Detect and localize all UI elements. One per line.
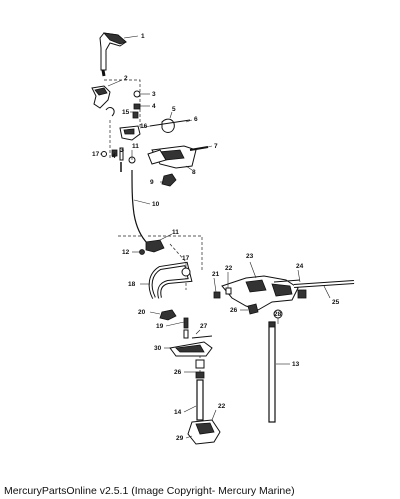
callout: 14 bbox=[174, 409, 182, 416]
part-link-16 bbox=[119, 125, 141, 141]
callout: 29 bbox=[176, 435, 184, 442]
callout: 22 bbox=[218, 403, 226, 410]
callout: 19 bbox=[156, 323, 164, 330]
exploded-parts-diagram: 1 2 3 4 15 5 16 6 7 17 4 3 11 8 9 10 11 … bbox=[91, 32, 355, 445]
part-shift-lever-23 bbox=[213, 275, 299, 311]
callout: 12 bbox=[122, 249, 130, 256]
callout: 10 bbox=[152, 201, 160, 208]
part-linkage-30 bbox=[169, 317, 213, 357]
callout: 3 bbox=[152, 91, 156, 98]
part-left-hardware bbox=[101, 147, 136, 172]
part-lower-lever-29 bbox=[187, 419, 221, 445]
callout: 27 bbox=[200, 323, 208, 330]
callout-labels: 1 2 3 4 15 5 16 6 7 17 4 3 11 8 9 10 11 … bbox=[92, 33, 340, 442]
callout: 26 bbox=[174, 369, 182, 376]
callout: 25 bbox=[332, 299, 340, 306]
part-screw-12 bbox=[139, 249, 145, 255]
callout: 23 bbox=[246, 253, 254, 260]
callout: 24 bbox=[296, 263, 304, 270]
part-spring-clip bbox=[149, 118, 191, 133]
callout: 1 bbox=[141, 33, 145, 40]
callout: 5 bbox=[172, 106, 176, 113]
callout: 3 bbox=[120, 147, 124, 154]
callout: 28 bbox=[274, 311, 282, 318]
callout: 13 bbox=[292, 361, 300, 368]
callout: 6 bbox=[194, 116, 198, 123]
diagram-svg: 1 2 3 4 15 5 16 6 7 17 4 3 11 8 9 10 11 … bbox=[91, 32, 355, 445]
callout: 21 bbox=[212, 271, 220, 278]
part-lever-bracket bbox=[91, 85, 111, 109]
callout: 22 bbox=[225, 265, 233, 272]
part-washers-26 bbox=[195, 359, 205, 379]
callout: 16 bbox=[140, 123, 148, 130]
callout: 9 bbox=[150, 179, 154, 186]
callout: 11 bbox=[172, 229, 179, 236]
part-shaft-14 bbox=[196, 379, 204, 421]
callout: 18 bbox=[128, 281, 136, 288]
callout: 8 bbox=[192, 169, 196, 176]
part-cable-10 bbox=[131, 169, 165, 253]
part-small-hardware-upper bbox=[105, 90, 141, 119]
part-nut-20 bbox=[159, 309, 177, 321]
part-bent-rod-18 bbox=[148, 261, 193, 299]
callout: 4 bbox=[112, 153, 116, 160]
part-rod-25 bbox=[273, 279, 355, 288]
part-nuts-26-28 bbox=[247, 289, 307, 319]
callout: 26 bbox=[230, 307, 238, 314]
callout: 20 bbox=[138, 309, 146, 316]
part-shift-handle bbox=[99, 32, 127, 77]
part-shift-block bbox=[147, 145, 209, 169]
callout: 4 bbox=[152, 103, 156, 110]
callout: 11 bbox=[132, 143, 139, 150]
leader-lines bbox=[100, 35, 331, 439]
callout: 7 bbox=[214, 143, 218, 150]
copyright-caption: MercuryPartsOnline v2.5.1 (Image Copyrig… bbox=[4, 485, 295, 497]
callout: 17 bbox=[92, 151, 100, 158]
callout: 17 bbox=[182, 255, 190, 262]
callout: 2 bbox=[124, 75, 128, 82]
callout: 30 bbox=[154, 345, 162, 352]
part-rod-13 bbox=[268, 321, 276, 423]
part-nut-9 bbox=[161, 173, 177, 187]
callout: 15 bbox=[122, 109, 130, 116]
